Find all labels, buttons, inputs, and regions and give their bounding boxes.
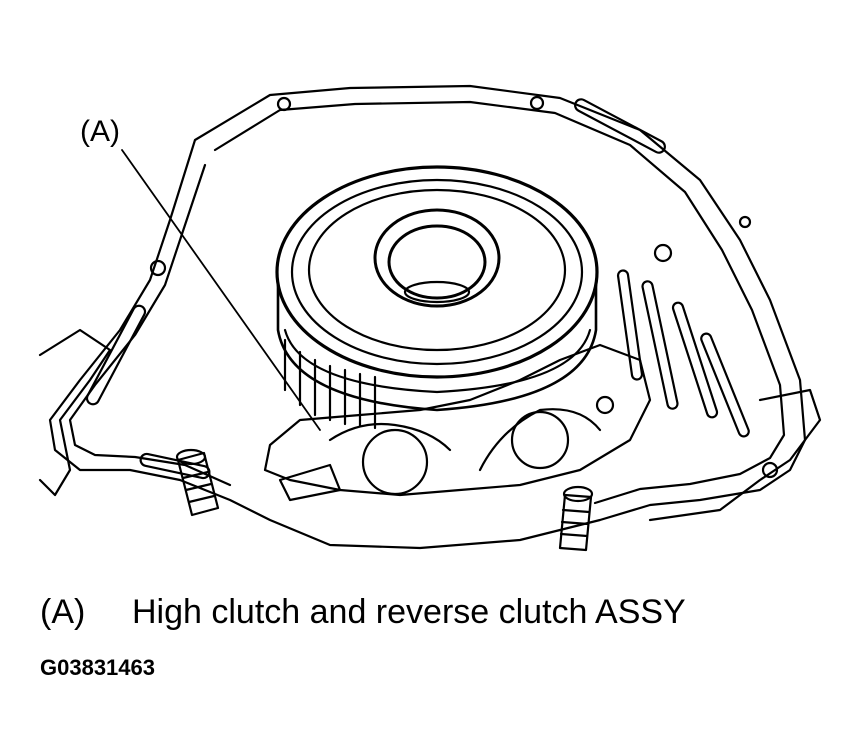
case-outline: [48, 84, 807, 550]
right-arm: [648, 388, 822, 522]
bolt-hole: [761, 461, 779, 479]
port-web: [478, 408, 602, 472]
clutch-drum-ring: [290, 178, 584, 366]
case-flange-inner: [213, 100, 786, 505]
rib: [641, 280, 679, 410]
rib: [671, 301, 719, 419]
clutch-drum-side: [276, 283, 598, 412]
bolt-hole: [653, 243, 673, 263]
port-bore: [361, 428, 429, 496]
rib: [700, 332, 750, 438]
clutch-splines: [283, 338, 377, 430]
rib: [616, 269, 644, 381]
bolt-hole: [738, 215, 752, 229]
passage: [278, 463, 342, 502]
hub-outer: [373, 208, 501, 308]
transmission-case-illustration: [38, 84, 822, 552]
rib: [139, 452, 211, 480]
bolt-hole: [529, 95, 545, 111]
legend-text: High clutch and reverse clutch ASSY: [132, 593, 686, 631]
figure-id: G03831463: [40, 655, 155, 680]
clutch-drum-lower-edge: [283, 328, 592, 394]
legend-key: (A): [40, 593, 86, 631]
bolt-hole: [149, 259, 167, 277]
rib: [85, 304, 147, 406]
hub-inner: [387, 224, 487, 300]
dowel-pin-right: [558, 485, 594, 552]
case-flange-left: [68, 163, 232, 487]
bolt-hole: [276, 96, 292, 112]
callout-leader-line: [121, 149, 321, 431]
left-arm: [38, 328, 112, 497]
legend-entry: (A) High clutch and reverse clutch ASSY: [40, 590, 686, 634]
hub-bore: [403, 280, 471, 304]
clutch-drum-ring: [307, 188, 567, 352]
dowel-pin-left: [175, 448, 220, 517]
valve-plate: [263, 343, 652, 497]
bolt-hole: [595, 395, 615, 415]
rib: [574, 98, 666, 154]
clutch-drum-top: [275, 165, 599, 379]
port-bore: [510, 410, 570, 470]
callout-marker-a: (A): [80, 115, 120, 148]
port-web: [328, 422, 452, 452]
